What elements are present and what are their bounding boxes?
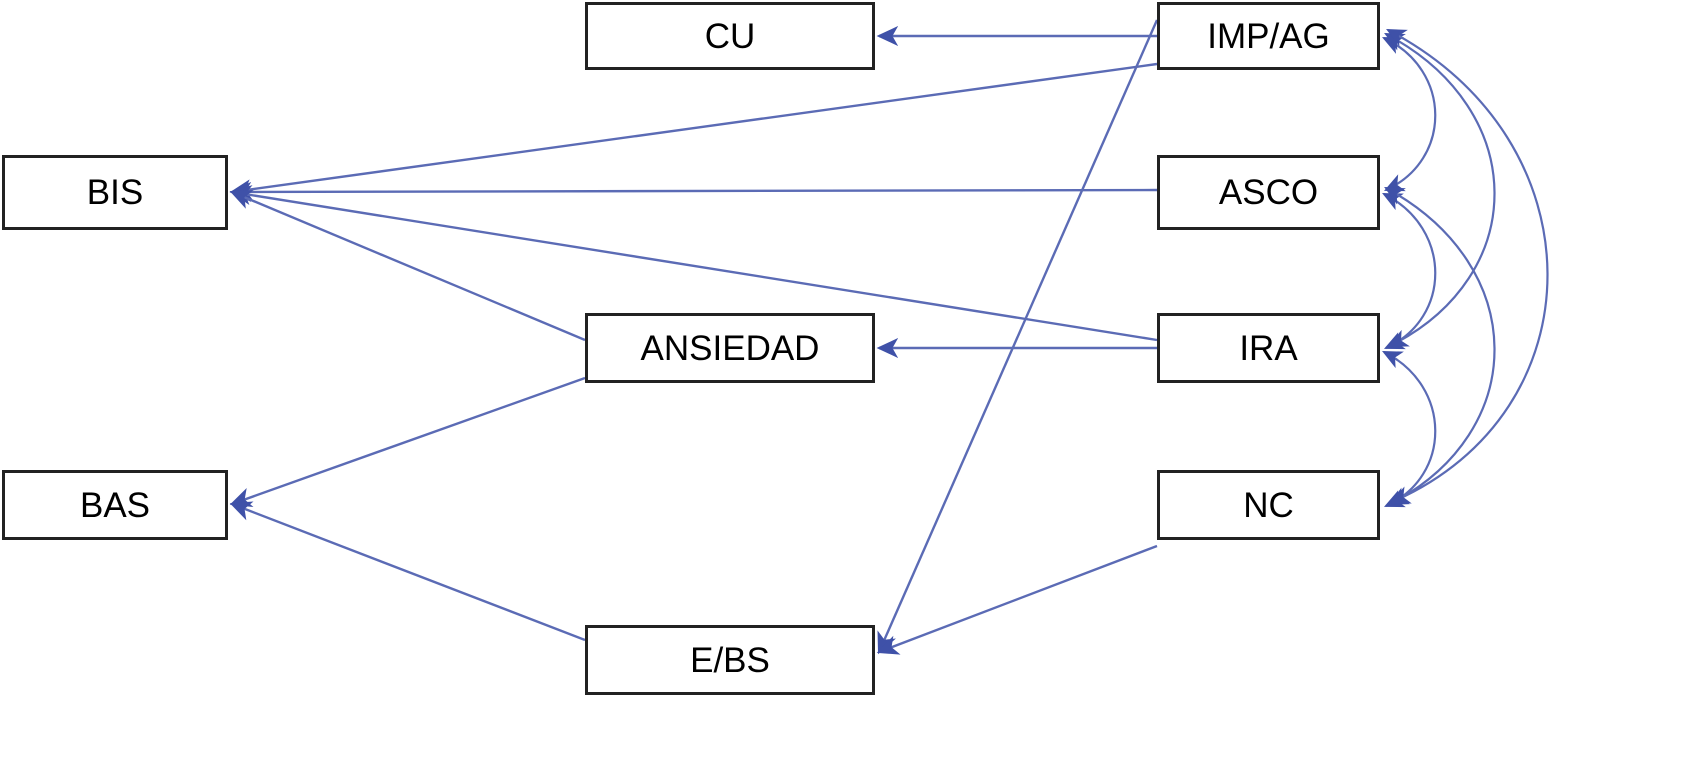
covariance-impag-ira [1384,32,1496,347]
node-box-ebs[interactable]: E/BS [585,625,875,695]
node-label-ebs: E/BS [690,640,770,680]
directed-edge-group [229,19,1159,655]
edge-ebs-to-bas [229,501,586,642]
covariance-impag-nc [1386,28,1549,504]
node-label-bis: BIS [86,173,144,212]
node-label-nc: NC [1243,485,1294,525]
node-box-bas[interactable]: BAS [2,470,228,540]
covariance-edge-group [1382,28,1549,508]
node-box-nc[interactable]: NC [1157,470,1380,540]
node-label-asco: ASCO [1218,173,1319,212]
node-box-impag[interactable]: IMP/AG [1157,2,1380,70]
node-label-cu: CU [704,16,756,56]
covariance-asco-nc [1384,186,1496,506]
node-label-ira: IRA [1239,328,1298,368]
node-label-ansiedad: ANSIEDAD [640,328,820,368]
node-box-asco[interactable]: ASCO [1157,155,1380,230]
node-box-ansiedad[interactable]: ANSIEDAD [585,313,875,383]
node-box-cu[interactable]: CU [585,2,875,70]
edge-ansiedad-to-bis [229,190,586,342]
edge-impag-to-bis [229,62,1158,200]
edge-nc-to-ebs [876,544,1158,655]
edge-ansiedad-to-bas [229,376,586,508]
node-box-bis[interactable]: BIS [2,155,228,230]
node-label-impag: IMP/AG [1207,16,1330,56]
edge-impag-to-ebs [877,19,1159,655]
edge-asco-to-bis [229,181,1158,203]
node-label-bas: BAS [79,485,151,525]
node-box-ira[interactable]: IRA [1157,313,1380,383]
edge-ira-to-bis [229,185,1158,342]
